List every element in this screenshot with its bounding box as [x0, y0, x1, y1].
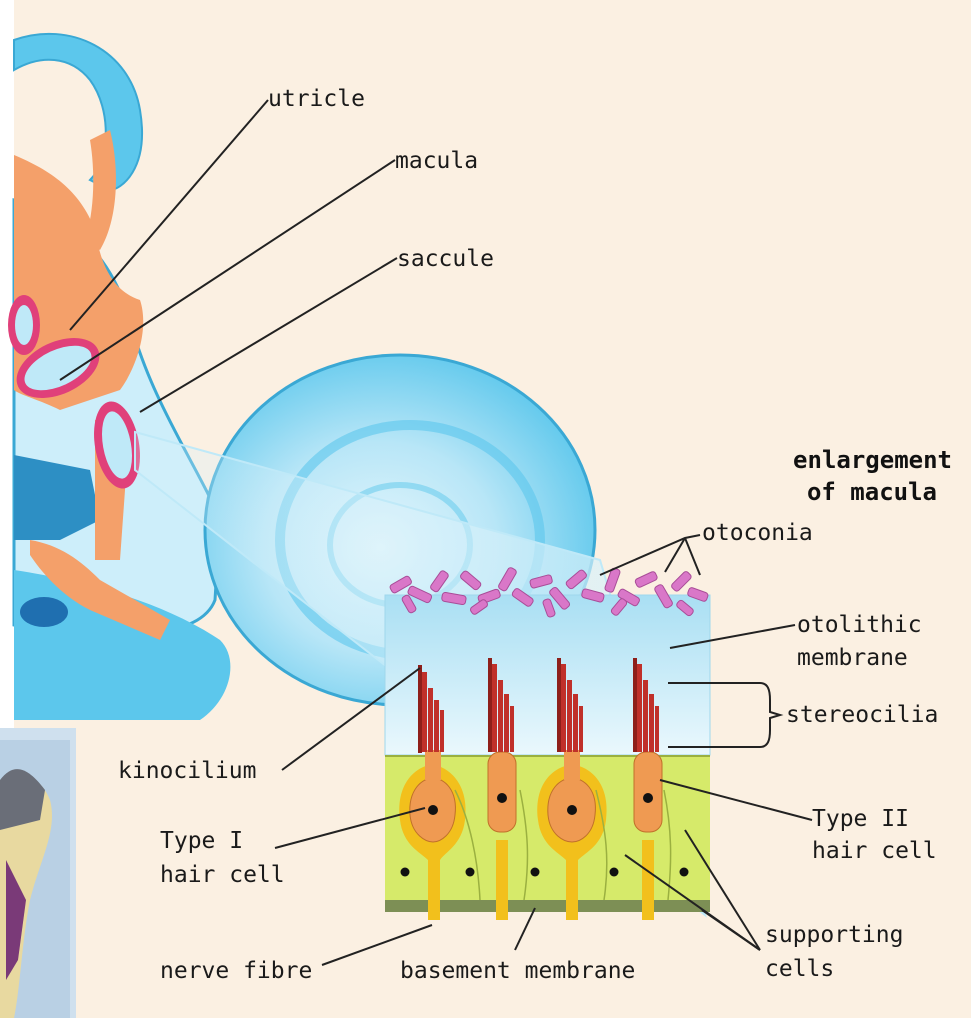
- type-ii-hair-cell-2: [634, 752, 662, 832]
- type-ii-hair-cell-1: [488, 752, 516, 832]
- label-stereocilia: stereocilia: [786, 702, 938, 728]
- label-enlargement-line1: enlargement: [793, 446, 952, 474]
- inset-thumbnail: [0, 728, 76, 1018]
- label-type2-line2: hair cell: [812, 838, 937, 864]
- label-saccule: saccule: [397, 246, 494, 272]
- macula-enlargement: [385, 567, 710, 920]
- round-window: [20, 597, 68, 627]
- label-basement-membrane: basement membrane: [400, 958, 635, 984]
- label-kinocilium: kinocilium: [118, 758, 256, 784]
- label-otolithic-line2: membrane: [797, 645, 908, 671]
- label-type1-line2: hair cell: [160, 862, 285, 888]
- label-supporting-line1: supporting: [765, 922, 903, 948]
- label-type2-line1: Type II: [812, 806, 909, 832]
- label-macula: macula: [395, 148, 478, 174]
- label-supporting-line2: cells: [765, 956, 834, 982]
- label-otoconia: otoconia: [702, 520, 813, 546]
- label-utricle: utricle: [268, 86, 365, 112]
- label-enlargement-line2: of macula: [807, 478, 937, 506]
- label-nerve-fibre: nerve fibre: [160, 958, 312, 984]
- label-type1-line1: Type I: [160, 828, 243, 854]
- otolithic-membrane-layer: [385, 595, 710, 755]
- label-otolithic-line1: otolithic: [797, 612, 922, 638]
